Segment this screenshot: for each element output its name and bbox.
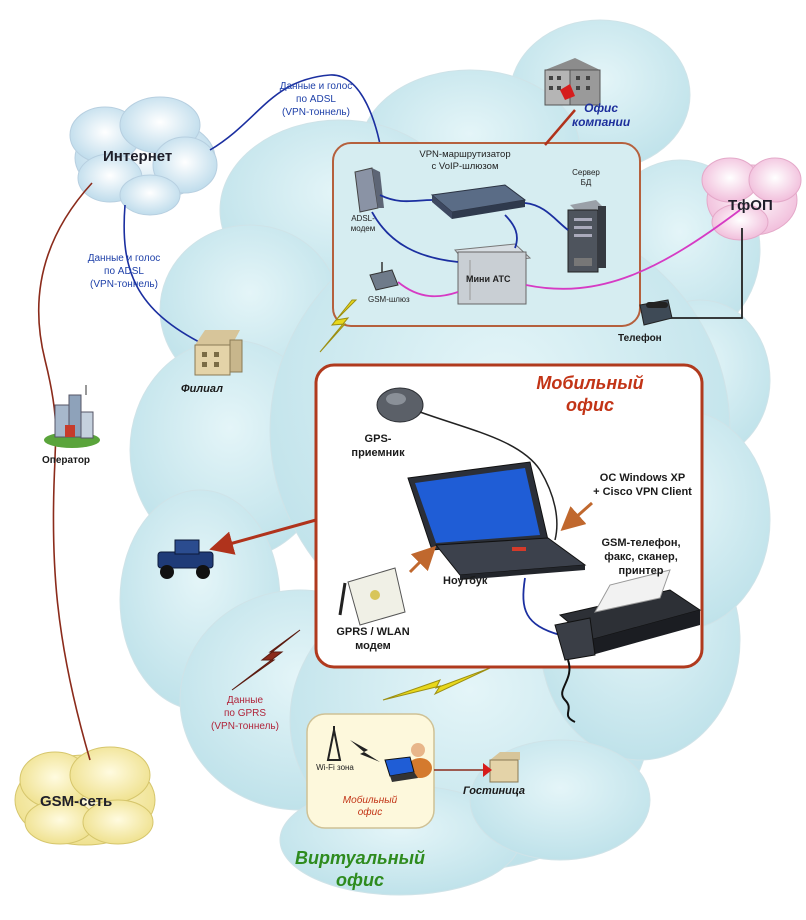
db-server-icon bbox=[567, 200, 606, 273]
company-office-title-line1: Офис bbox=[584, 101, 619, 115]
adsl-modem-icon bbox=[354, 167, 384, 213]
branch-building-icon bbox=[194, 330, 243, 376]
laptop-icon bbox=[407, 461, 587, 580]
router-server-link bbox=[524, 202, 569, 231]
fax-cord bbox=[561, 659, 576, 723]
internet-cloud-label: Интернет bbox=[103, 148, 173, 165]
hotel-label: Гостиница bbox=[463, 785, 525, 797]
virtual-office-title: Виртуальный офис bbox=[270, 847, 450, 891]
company-office-title-line2: компании bbox=[572, 115, 631, 129]
adsl-note-left-line2: по ADSL bbox=[104, 266, 144, 277]
gsm-phone-label-line3: принтер bbox=[618, 565, 664, 577]
db-server-label: Сервер БД bbox=[568, 168, 604, 188]
gsm-phone-label-line2: факс, сканер, bbox=[604, 551, 678, 563]
adsl-modem-label-line1: ADSL- bbox=[351, 214, 375, 223]
mini-pbx-icon bbox=[454, 243, 532, 305]
db-server-label-line1: Сервер bbox=[572, 168, 600, 177]
gprs-note: Данные по GPRS (VPN-тоннель) bbox=[190, 694, 300, 733]
adsl-note-left-line1: Данные и голос bbox=[87, 253, 161, 264]
small-mobile-office-box bbox=[306, 713, 435, 829]
vpn-router-label: VPN-маршрутизатор с VoIP-шлюзом bbox=[400, 149, 530, 173]
os-label-line2: + Cisco VPN Client bbox=[593, 486, 692, 498]
laptop-label: Ноутбук bbox=[443, 575, 488, 587]
gsm-phone-label: GSM-телефон, факс, сканер, принтер bbox=[588, 536, 694, 578]
db-server-label-line2: БД bbox=[580, 178, 592, 187]
gps-label-line1: GPS- bbox=[364, 433, 392, 445]
gateway-pbx-link bbox=[397, 281, 459, 298]
car-arrow bbox=[209, 518, 317, 555]
gsm-gateway-label: GSM-шлюз bbox=[368, 295, 410, 304]
lightning-wifi-icon bbox=[350, 740, 380, 762]
gsm-phone-label-line1: GSM-телефон, bbox=[601, 537, 681, 549]
os-label-line1: ОС Windows XP bbox=[599, 472, 686, 484]
adsl-modem-label: ADSL- модем bbox=[340, 214, 386, 234]
modem-pbx-link bbox=[371, 211, 459, 263]
adsl-link-to-branch bbox=[123, 204, 206, 346]
virtual-office-title-line2: офис bbox=[336, 870, 384, 890]
gprs-note-line2: по GPRS bbox=[223, 708, 267, 719]
adsl-note-left-line3: (VPN-тоннель) bbox=[90, 279, 158, 290]
wifi-tower-icon bbox=[326, 726, 342, 761]
adsl-link-to-office bbox=[209, 74, 386, 181]
gprs-note-line1: Данные bbox=[226, 695, 264, 706]
mobile-office-title: Мобильный офис bbox=[515, 372, 665, 416]
wlan-modem-icon bbox=[338, 567, 406, 626]
pstn-phone-link bbox=[668, 228, 743, 319]
lightning-gprs-icon bbox=[231, 629, 301, 691]
adsl-modem-label-line2: модем bbox=[350, 224, 376, 233]
adsl-note-top-line3: (VPN-тоннель) bbox=[282, 107, 350, 118]
gps-label: GPS- приемник bbox=[338, 432, 418, 460]
internet-cloud bbox=[69, 96, 218, 216]
small-mobile-office-title-line1: Мобильный bbox=[342, 795, 398, 806]
vpn-router-icon bbox=[430, 184, 527, 219]
company-office-box bbox=[332, 142, 641, 327]
adsl-note-top-line1: Данные и голос bbox=[279, 81, 353, 92]
company-office-title: Офис компании bbox=[572, 101, 630, 129]
os-label: ОС Windows XP + Cisco VPN Client bbox=[585, 471, 700, 499]
gps-receiver-icon bbox=[376, 387, 424, 423]
modem-arrow bbox=[408, 545, 437, 574]
modem-label-line2: модем bbox=[355, 640, 391, 652]
wifi-zone-label: Wi-Fi зона bbox=[316, 763, 354, 772]
router-pbx-link bbox=[504, 214, 518, 249]
gsm-network-cloud-label: GSM-сеть bbox=[40, 793, 113, 810]
gprs-note-line3: (VPN-тоннель) bbox=[211, 721, 279, 732]
modem-label-line1: GPRS / WLAN bbox=[336, 626, 410, 638]
gsm-gateway-icon bbox=[369, 262, 399, 291]
office-building-icon bbox=[544, 58, 601, 106]
hotel-building-icon bbox=[483, 752, 520, 783]
laptop-fax-cable bbox=[522, 577, 561, 636]
mini-pbx-label: Мини АТС bbox=[466, 274, 511, 284]
os-arrow bbox=[560, 501, 593, 531]
modem-label: GPRS / WLAN модем bbox=[328, 625, 418, 653]
small-mobile-office-title: Мобильный офис bbox=[320, 795, 420, 819]
mobile-office-title-line2: офис bbox=[566, 395, 614, 415]
vpn-router-label-line2: с VoIP-шлюзом bbox=[431, 161, 499, 172]
modem-router-link bbox=[379, 194, 433, 203]
person-laptop-icon bbox=[384, 743, 432, 782]
telephone-icon bbox=[639, 299, 673, 326]
adsl-note-left: Данные и голос по ADSL (VPN-тоннель) bbox=[64, 252, 184, 291]
office-link bbox=[544, 109, 576, 146]
phone-label: Телефон bbox=[618, 333, 662, 344]
lightning-office-icon bbox=[319, 299, 358, 353]
gps-label-line2: приемник bbox=[351, 447, 405, 459]
pstn-cloud-label: ТфОП bbox=[728, 197, 773, 214]
car-icon bbox=[157, 539, 214, 579]
operator-label: Оператор bbox=[42, 455, 91, 466]
mobile-office-title-line1: Мобильный bbox=[536, 373, 644, 393]
fax-machine-icon bbox=[554, 569, 702, 661]
small-mobile-office-title-line2: офис bbox=[357, 807, 383, 818]
adsl-note-top-line2: по ADSL bbox=[296, 94, 336, 105]
adsl-note-top: Данные и голос по ADSL (VPN-тоннель) bbox=[256, 80, 376, 119]
virtual-office-title-line1: Виртуальный bbox=[295, 848, 425, 868]
operator-icon bbox=[44, 385, 100, 448]
gps-cable bbox=[419, 411, 558, 541]
vpn-router-label-line1: VPN-маршрутизатор bbox=[419, 149, 511, 160]
pbx-pstn-link bbox=[525, 209, 741, 290]
branch-label: Филиал bbox=[181, 383, 223, 395]
gsm-network-cloud bbox=[14, 746, 156, 846]
